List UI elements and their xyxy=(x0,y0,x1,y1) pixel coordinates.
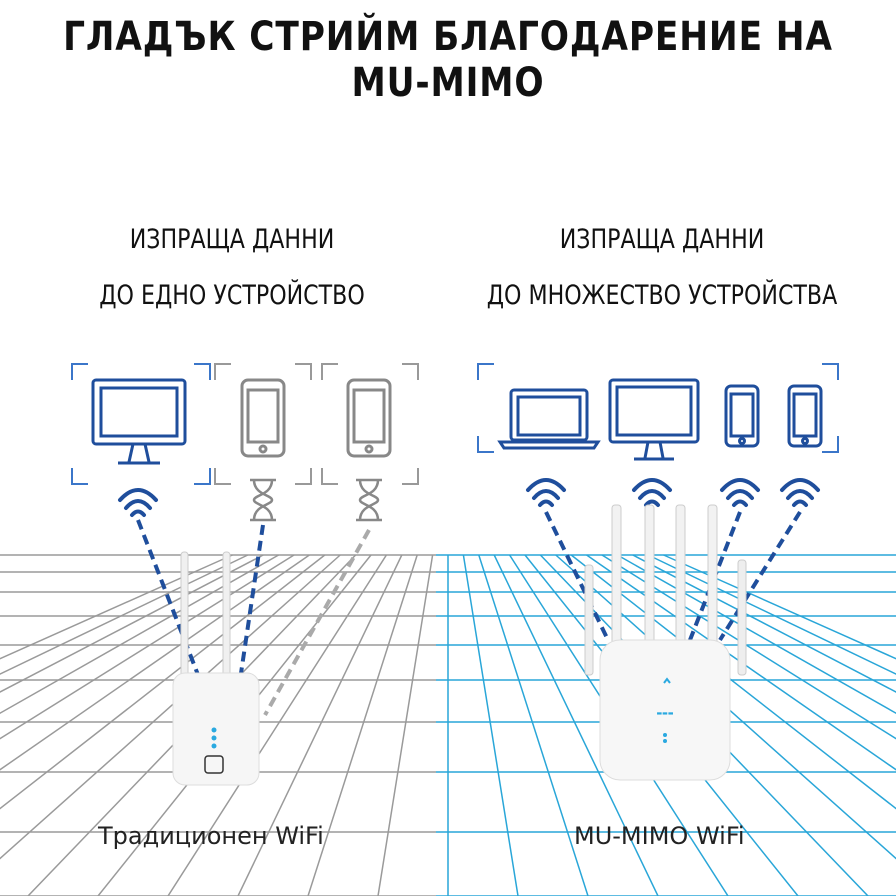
laptop-icon xyxy=(497,388,601,450)
grid-line xyxy=(0,554,295,740)
grid-line xyxy=(647,554,896,675)
monitor-icon xyxy=(91,378,187,465)
svg-text:▬▬▬: ▬▬▬ xyxy=(656,710,673,717)
grid-line xyxy=(462,554,519,896)
grid-line xyxy=(0,554,264,693)
device-frame-left-2 xyxy=(214,363,419,485)
left-heading-line2: ДО ЕДНО УСТРОЙСТВО xyxy=(99,280,365,311)
data-stream-lines-left xyxy=(136,519,371,716)
grid-line xyxy=(0,554,279,715)
router-traditional xyxy=(172,551,260,786)
phone-icon xyxy=(724,384,823,448)
page-title: ГЛАДЪК СТРИЙМ БЛАГОДАРЕНИЕ НА MU-MIMO xyxy=(63,14,833,106)
router-mu-mimo: ▬▬▬ xyxy=(584,504,747,781)
grid-line xyxy=(0,554,341,860)
right-heading: ИЗПРАЩА ДАННИ ДО МНОЖЕСТВО УСТРОЙСТВА xyxy=(473,212,850,324)
left-heading-line1: ИЗПРАЩА ДАННИ xyxy=(129,224,335,255)
device-frame-right xyxy=(477,363,839,453)
caption-traditional-wifi: Традиционен WiFi xyxy=(98,822,324,850)
right-heading-line2: ДО МНОЖЕСТВО УСТРОЙСТВА xyxy=(486,280,838,311)
grid-line xyxy=(663,554,896,660)
hourglass-icon xyxy=(250,478,382,522)
grid-line xyxy=(167,554,388,896)
caption-mu-mimo-wifi: MU-MIMO WiFi xyxy=(574,822,745,850)
grid-line xyxy=(237,554,403,896)
grid-line xyxy=(377,554,434,896)
device-frame-left-1 xyxy=(71,363,211,485)
grid-line xyxy=(493,554,659,896)
grid-line xyxy=(0,554,233,660)
grid-line xyxy=(570,554,896,810)
grid-line xyxy=(601,554,896,740)
grid-line xyxy=(586,554,896,771)
monitor-icon xyxy=(608,378,700,461)
grid-line xyxy=(307,554,418,896)
wifi-signal-icon xyxy=(118,488,158,517)
left-heading: ИЗПРАЩА ДАННИ ДО ЕДНО УСТРОЙСТВО xyxy=(68,212,396,324)
grid-line xyxy=(478,554,589,896)
right-heading-line1: ИЗПРАЩА ДАННИ xyxy=(559,224,765,255)
grid-line xyxy=(0,554,249,675)
phone-icon xyxy=(240,378,392,458)
wifi-signal-icon xyxy=(526,478,820,507)
